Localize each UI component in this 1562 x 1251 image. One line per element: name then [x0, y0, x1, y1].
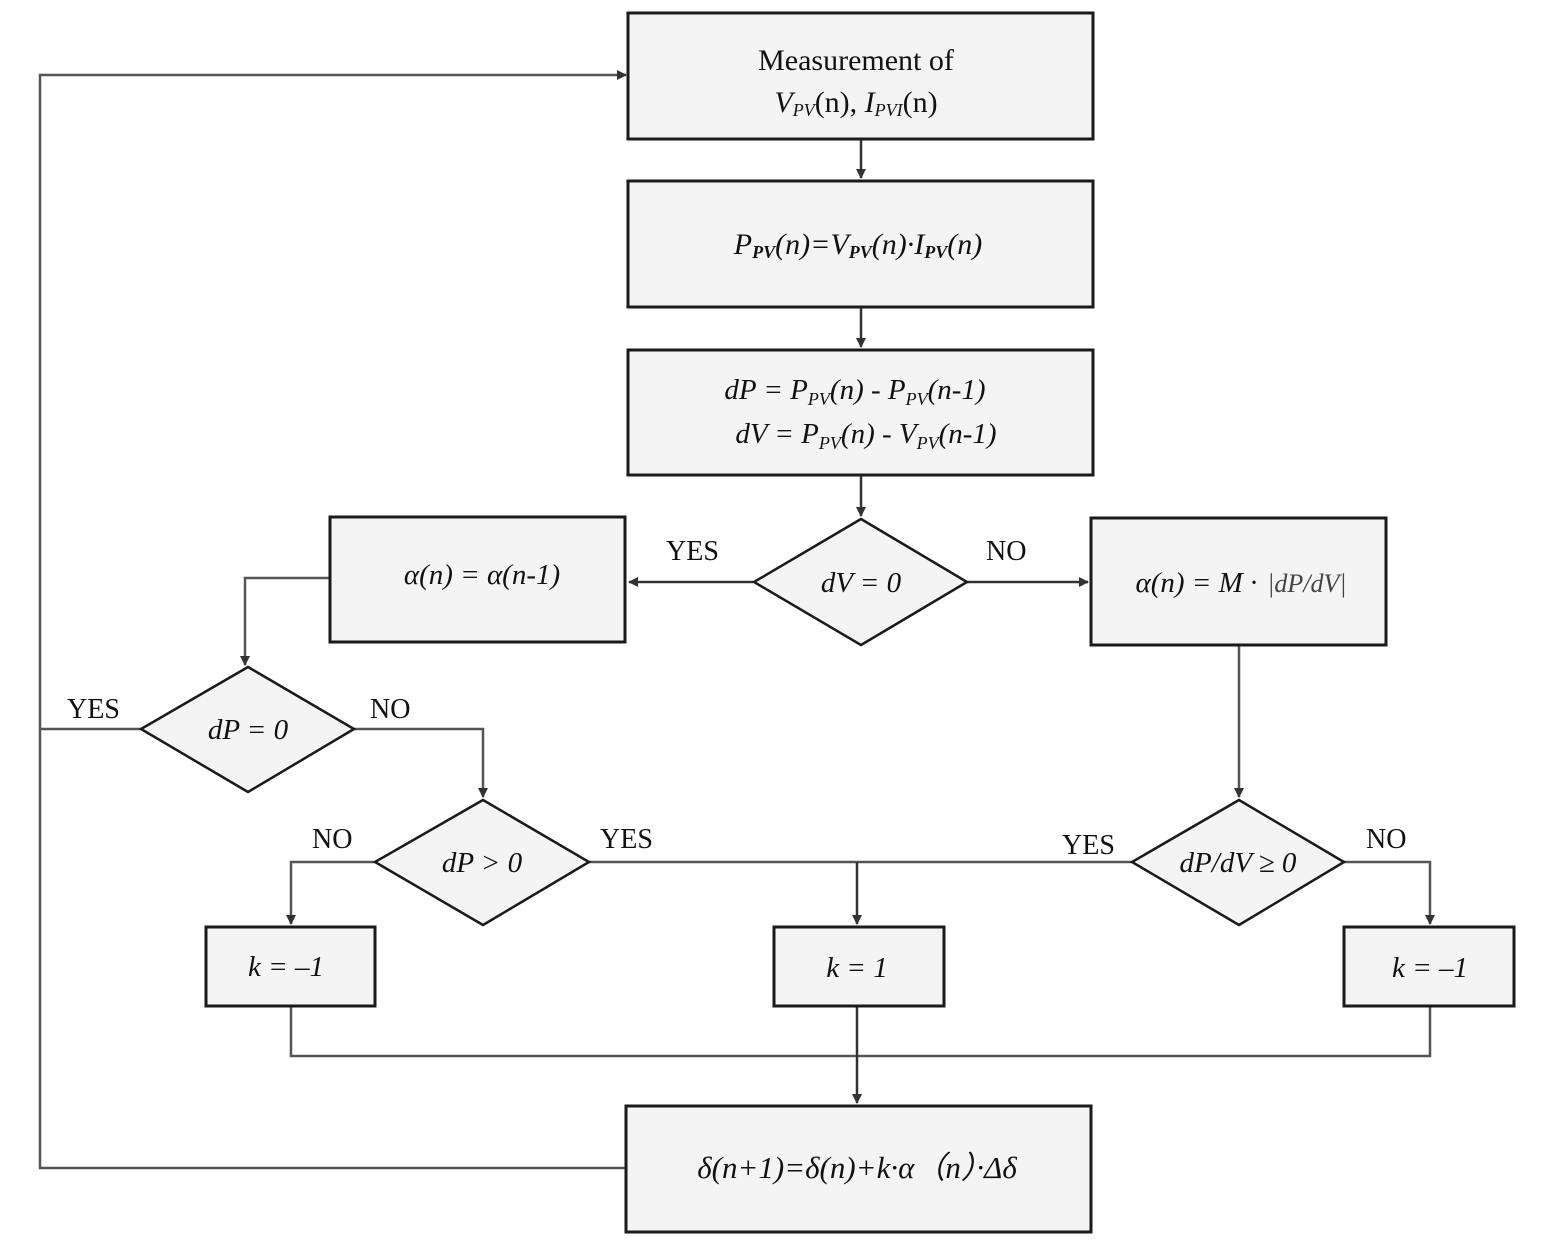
difference-box: dP = PPV(n) - PPV(n-1) dV = PPV(n) - VPV… — [626, 348, 1095, 477]
dv-equation: dV = PPV(n) - VPV(n-1) — [735, 418, 996, 453]
dp-positive-decision: dP > 0 — [372, 798, 592, 927]
alpha-calc-text: α(n) = M ·|dP/dV| — [1135, 567, 1346, 599]
label-dpdv-no: NO — [1366, 824, 1406, 855]
line-merge-k — [289, 1007, 1432, 1058]
arrow-dppos-no — [286, 860, 375, 925]
dv-zero-decision: dV = 0 — [751, 517, 970, 647]
dv-zero-text: dV = 0 — [821, 567, 902, 599]
label-dp0-no: NO — [370, 694, 410, 725]
k-one-box: k = 1 — [772, 925, 946, 1008]
arrow-dp0-no — [354, 727, 488, 798]
power-box: PPV(n)=VPV(n)·IPV(n) — [626, 179, 1095, 309]
k-negative-right-box: k = –1 — [1342, 925, 1516, 1008]
dp-zero-text: dP = 0 — [208, 714, 289, 746]
measurement-box: Measurement of VPV(n), IPVI(n) — [626, 11, 1095, 141]
k-one-text: k = 1 — [826, 952, 887, 984]
k-negative-right-text: k = –1 — [1392, 952, 1468, 984]
update-equation: δ(n+1)=δ(n)+k·α（n）·Δδ — [697, 1150, 1017, 1185]
dpdv-decision: dP/dV ≥ 0 — [1129, 798, 1347, 927]
update-box: δ(n+1)=δ(n)+k·α（n）·Δδ — [624, 1104, 1093, 1234]
label-dppos-no: NO — [312, 824, 352, 855]
label-dp0-yes: YES — [67, 694, 120, 725]
k-negative-left-box: k = –1 — [204, 925, 377, 1008]
power-equation: PPV(n)=VPV(n)·IPV(n) — [733, 228, 982, 262]
arrow-alpha-to-dp0 — [240, 576, 330, 666]
k-negative-left-text: k = –1 — [248, 951, 324, 983]
label-dv-yes: YES — [666, 536, 719, 567]
connectors — [38, 70, 1435, 1170]
label-dpdv-yes: YES — [1062, 830, 1115, 861]
measurement-title: Measurement of — [758, 44, 954, 77]
arrow-dpdv-no — [1344, 860, 1435, 925]
dp-equation: dP = PPV(n) - PPV(n-1) — [724, 374, 985, 409]
alpha-calc-box: α(n) = M ·|dP/dV| — [1089, 516, 1388, 647]
label-dv-no: NO — [986, 536, 1026, 567]
dp-zero-decision: dP = 0 — [138, 665, 357, 794]
dpdv-text: dP/dV ≥ 0 — [1180, 847, 1297, 879]
alpha-same-text: α(n) = α(n-1) — [404, 559, 560, 591]
measurement-vars: VPV(n), IPVI(n) — [774, 86, 937, 120]
label-dppos-yes: YES — [600, 824, 653, 855]
dp-positive-text: dP > 0 — [442, 847, 523, 879]
alpha-same-box: α(n) = α(n-1) — [328, 515, 627, 644]
arrow-update-loop-back — [38, 70, 627, 1170]
edge-labels: YES NO YES NO NO YES YES NO — [67, 536, 1406, 861]
